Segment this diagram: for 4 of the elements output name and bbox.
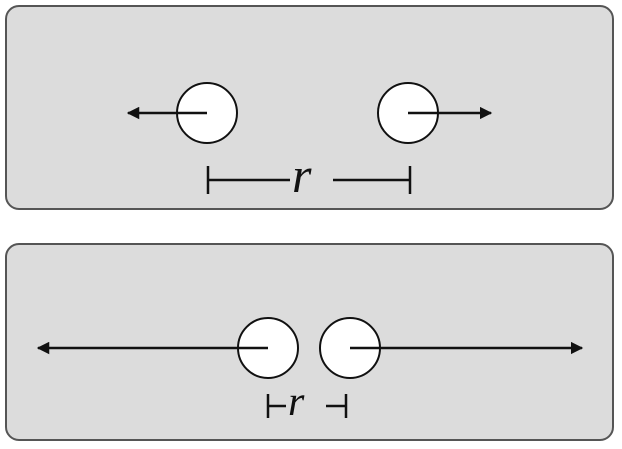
- panel-background: [5, 243, 614, 441]
- distance-label: r: [292, 150, 312, 200]
- panel-background: [5, 5, 614, 210]
- distance-label: r: [288, 381, 304, 423]
